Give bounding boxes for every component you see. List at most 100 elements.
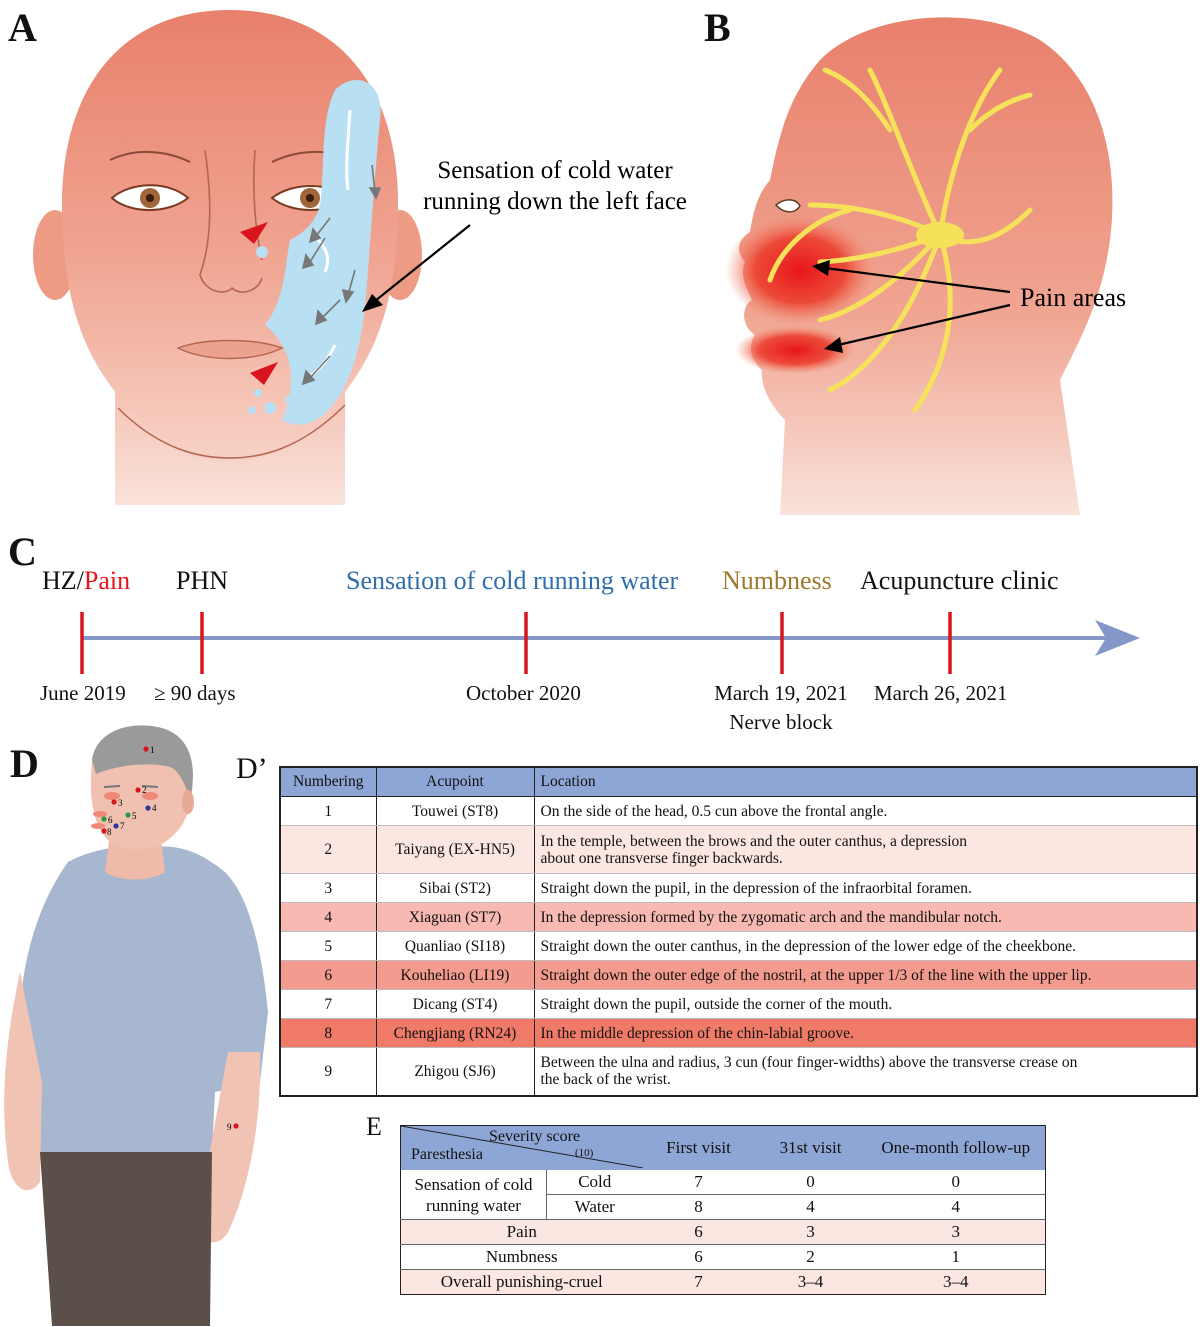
callout-arrow-b-upper xyxy=(812,260,830,276)
timeline-label-acupuncture: Acupuncture clinic xyxy=(860,566,1059,595)
timeline-label-phn: PHN xyxy=(176,566,229,595)
table-row: 7 Dicang (ST4) Straight down the pupil, … xyxy=(279,989,1198,1019)
row-group-cold-water: Sensation of cold running water xyxy=(400,1170,547,1220)
row-number: 3 xyxy=(279,873,377,903)
timeline-date-mar19-text: March 19, 2021 xyxy=(714,681,848,705)
group-label-line1: Sensation of cold xyxy=(414,1174,533,1194)
row-location-line2: the back of the wrist. xyxy=(540,1071,671,1089)
cell-value: 3–4 xyxy=(754,1269,867,1295)
body-figure-illustration: 1 2 3 4 5 6 7 8 9 xyxy=(4,725,268,1326)
timeline-label-hz: HZ/ xyxy=(42,566,84,595)
corner-diagonal xyxy=(401,1126,643,1168)
panel-label-d-prime: D’ xyxy=(236,752,268,785)
side-eye xyxy=(774,199,801,213)
corner-paresthesia: Paresthesia xyxy=(411,1146,483,1163)
table-row: 9 Zhigou (SJ6) Between the ulna and radi… xyxy=(279,1047,1198,1097)
table-row: Sensation of cold running water Cold 7 0… xyxy=(400,1170,1046,1220)
row-number: 5 xyxy=(279,931,377,961)
cell-value: 4 xyxy=(866,1194,1046,1220)
timeline-date-mar26-2021: March 26, 2021 xyxy=(874,681,1008,705)
cold-water-region xyxy=(265,80,381,425)
row-acupoint: Sibai (ST2) xyxy=(375,873,535,903)
point-label-5: 5 xyxy=(132,811,137,821)
cell-value: 2 xyxy=(754,1244,867,1270)
header-31st-visit: 31st visit xyxy=(754,1125,867,1170)
table-row: 3 Sibai (ST2) Straight down the pupil, i… xyxy=(279,873,1198,903)
table-row: Water 8 4 4 xyxy=(401,1194,1046,1220)
row-label: Pain xyxy=(400,1219,643,1245)
shirt-shape xyxy=(18,846,268,1152)
pants-shape xyxy=(40,1152,212,1326)
row-label: Cold xyxy=(546,1170,643,1195)
header-acupoint: Acupoint xyxy=(375,766,535,797)
row-number: 7 xyxy=(279,989,377,1019)
figure-hair xyxy=(92,725,193,800)
row-number: 2 xyxy=(279,825,377,874)
cold-water-annotation-line2: running down the left face xyxy=(423,188,687,215)
timeline-date-phn: ≥ 90 days xyxy=(154,681,236,705)
table-row: 4 Xiaguan (ST7) In the depression formed… xyxy=(279,902,1198,932)
row-number: 9 xyxy=(279,1047,377,1097)
flow-arrows xyxy=(301,164,382,386)
row-acupoint: Quanliao (SI18) xyxy=(375,931,535,961)
row-acupoint: Taiyang (EX-HN5) xyxy=(375,825,535,874)
severity-corner-cell: Severity score (10) Paresthesia xyxy=(400,1125,643,1170)
timeline-label-numbness: Numbness xyxy=(722,566,832,595)
row-location: In the temple, between the brows and the… xyxy=(533,825,1198,874)
cell-value: 3 xyxy=(754,1219,867,1245)
header-location: Location xyxy=(533,766,1198,797)
row-number: 8 xyxy=(279,1018,377,1048)
header-numbering: Numbering xyxy=(279,766,377,797)
cell-value: 6 xyxy=(642,1244,755,1270)
cell-value: 0 xyxy=(866,1170,1046,1195)
row-location-line1: Between the ulna and radius, 3 cun (four… xyxy=(540,1054,1078,1072)
panel-label-c: C xyxy=(8,529,37,574)
table-row: Numbness 6 2 1 xyxy=(400,1244,1046,1270)
table-row: Overall punishing-cruel 7 3–4 3–4 xyxy=(400,1269,1046,1295)
pain-areas-annotation: Pain areas xyxy=(1020,283,1126,312)
panel-label-d: D xyxy=(10,741,39,786)
severity-table-header: Severity score (10) Paresthesia First vi… xyxy=(400,1125,1046,1170)
row-location: Straight down the pupil, outside the cor… xyxy=(533,989,1198,1019)
row-location: In the depression formed by the zygomati… xyxy=(533,902,1198,932)
timeline-label-pain: Pain xyxy=(83,566,131,595)
timeline-arrowhead xyxy=(1095,620,1140,656)
row-acupoint: Chengjiang (RN24) xyxy=(375,1018,535,1048)
row-location-line1: In the temple, between the brows and the… xyxy=(540,832,968,850)
panel-label-e: E xyxy=(366,1112,382,1141)
red-marker-lower xyxy=(250,362,278,385)
row-label: Water xyxy=(546,1194,643,1220)
cell-value: 3–4 xyxy=(866,1269,1046,1295)
point-label-2: 2 xyxy=(142,785,147,795)
row-acupoint: Xiaguan (ST7) xyxy=(375,902,535,932)
point-label-3: 3 xyxy=(118,798,123,808)
panel-label-a: A xyxy=(8,5,37,50)
severity-table: Severity score (10) Paresthesia First vi… xyxy=(400,1125,1046,1295)
row-number: 4 xyxy=(279,902,377,932)
point-label-4: 4 xyxy=(152,803,157,813)
table-row: 2 Taiyang (EX-HN5) In the temple, betwee… xyxy=(279,825,1198,874)
cold-water-annotation-line1: Sensation of cold water xyxy=(437,157,673,184)
front-face-illustration: Sensation of cold water running down the… xyxy=(33,10,687,505)
row-number: 6 xyxy=(279,960,377,990)
table-row: 8 Chengjiang (RN24) In the middle depres… xyxy=(279,1018,1198,1048)
row-acupoint: Touwei (ST8) xyxy=(375,796,535,826)
row-label: Numbness xyxy=(400,1244,643,1270)
row-acupoint: Zhigou (SJ6) xyxy=(375,1047,535,1097)
cell-value: 8 xyxy=(642,1194,755,1220)
cell-value: 4 xyxy=(754,1194,867,1220)
table-row: 6 Kouheliao (LI19) Straight down the out… xyxy=(279,960,1198,990)
panel-label-b: B xyxy=(704,5,731,50)
left-arm xyxy=(4,972,42,1191)
cell-value: 7 xyxy=(642,1170,755,1195)
timeline-date-mar19-2021: March 19, 2021 Nerve block xyxy=(706,681,856,735)
corner-severity-max: (10) xyxy=(575,1147,594,1159)
point-label-8: 8 xyxy=(107,827,112,837)
row-location: Between the ulna and radius, 3 cun (four… xyxy=(533,1047,1198,1097)
timeline-axis-graphic xyxy=(80,612,1140,674)
table-row: 1 Touwei (ST8) On the side of the head, … xyxy=(279,796,1198,826)
cell-value: 1 xyxy=(866,1244,1046,1270)
mouth xyxy=(176,339,284,360)
row-location: Straight down the pupil, in the depressi… xyxy=(533,873,1198,903)
row-location: Straight down the outer canthus, in the … xyxy=(533,931,1198,961)
